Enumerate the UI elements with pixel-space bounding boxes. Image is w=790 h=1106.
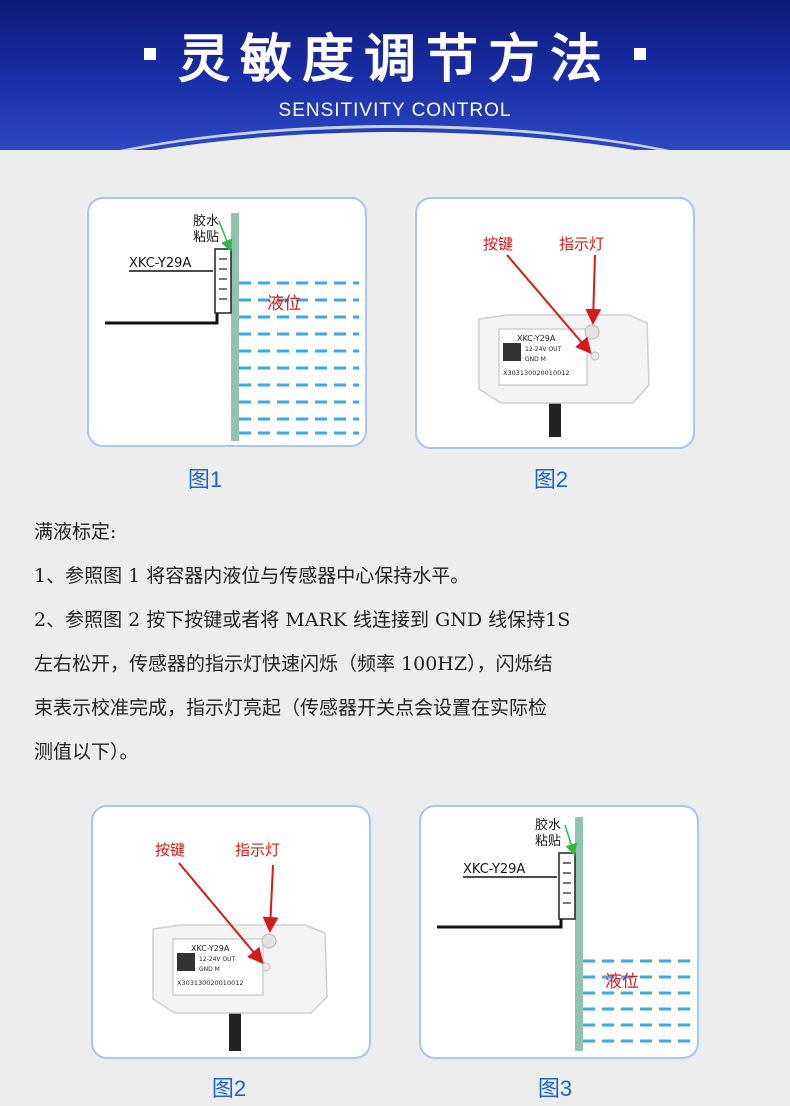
indicator-lens bbox=[584, 324, 600, 340]
figure-2b-card: XKC-Y29A 12-24V OUT GND M X3031300200100… bbox=[91, 805, 371, 1059]
header-curve-line bbox=[0, 125, 790, 150]
button-label: 按键 bbox=[155, 841, 185, 859]
header-banner: 灵敏度调节方法 SENSITIVITY CONTROL bbox=[0, 0, 790, 150]
device-cable bbox=[549, 395, 561, 437]
device-spec-text: 12-24V OUT bbox=[199, 956, 236, 963]
page-title: 灵敏度调节方法 bbox=[177, 29, 612, 90]
indicator-label: 指示灯 bbox=[559, 235, 604, 253]
side-view-diagram: 胶水 粘贴 XKC-Y29A 液位 bbox=[105, 213, 359, 441]
instruction-line-3: 左右松开，传感器的指示灯快速闪烁（频率 100HZ），闪烁结 bbox=[34, 653, 553, 675]
model-label: XKC-Y29A bbox=[129, 256, 191, 271]
container-wall bbox=[231, 213, 239, 441]
page-subtitle: SENSITIVITY CONTROL bbox=[278, 100, 512, 121]
glue-label-line2: 粘贴 bbox=[535, 834, 561, 849]
caption-figure-1: 图1 bbox=[187, 467, 223, 492]
instruction-line-5: 测值以下）。 bbox=[34, 741, 139, 763]
figure-3-card: 胶水 粘贴 XKC-Y29A 液位 bbox=[419, 805, 699, 1059]
caption-figure-2: 图2 bbox=[533, 467, 569, 492]
instruction-line-2: 2、参照图 2 按下按键或者将 MARK 线连接到 GND 线保持1S bbox=[34, 609, 571, 631]
indicator-lens bbox=[261, 933, 277, 949]
model-label: XKC-Y29A bbox=[463, 862, 525, 877]
figure-1-card: 胶水 粘贴 XKC-Y29A 液位 bbox=[87, 197, 367, 447]
figure-2-card: XKC-Y29A 12-24V OUT GND M X3031300200100… bbox=[415, 197, 695, 449]
button-dot bbox=[590, 351, 600, 361]
instruction-line-4: 束表示校准完成，指示灯亮起（传感器开关点会设置在实际检 bbox=[34, 697, 548, 719]
device-spec-text: 12-24V OUT bbox=[525, 346, 562, 353]
title-square-right bbox=[634, 48, 646, 60]
qr-code bbox=[177, 953, 195, 971]
liquid-label: 液位 bbox=[605, 972, 639, 992]
container-wall bbox=[575, 817, 583, 1051]
device-view-diagram-2: XKC-Y29A 12-24V OUT GND M X3031300200100… bbox=[152, 841, 328, 1051]
instruction-line-1: 1、参照图 1 将容器内液位与传感器中心保持水平。 bbox=[34, 565, 470, 587]
device-serial-text: X303130020010012 bbox=[177, 979, 244, 987]
glue-label-line2: 粘贴 bbox=[193, 230, 219, 245]
button-dot bbox=[261, 962, 271, 972]
header-curve bbox=[0, 132, 790, 150]
instructions-heading: 满液标定: bbox=[34, 521, 117, 543]
device-model-text: XKC-Y29A bbox=[517, 334, 556, 343]
title-square-left bbox=[143, 48, 156, 60]
title-row: 灵敏度调节方法 bbox=[0, 18, 790, 90]
caption-figure-2-bottom: 图2 bbox=[211, 1076, 247, 1101]
liquid-lines bbox=[239, 281, 359, 435]
device-cable bbox=[229, 1005, 241, 1051]
indicator-label: 指示灯 bbox=[235, 841, 280, 859]
device-model-text: XKC-Y29A bbox=[191, 944, 230, 953]
qr-code bbox=[503, 343, 521, 361]
liquid-label: 液位 bbox=[267, 294, 301, 314]
glue-label-line1: 胶水 bbox=[535, 817, 561, 833]
glue-label-line1: 胶水 bbox=[193, 213, 219, 229]
instructions-block: 满液标定: 1、参照图 1 将容器内液位与传感器中心保持水平。 2、参照图 2 … bbox=[34, 510, 764, 774]
side-view-diagram-2: 胶水 粘贴 XKC-Y29A 液位 bbox=[437, 817, 693, 1051]
sensor-cable bbox=[105, 311, 219, 325]
device-pins-text: GND M bbox=[525, 356, 546, 363]
caption-figure-3: 图3 bbox=[537, 1076, 573, 1101]
device-view-diagram: XKC-Y29A 12-24V OUT GND M X3031300200100… bbox=[478, 235, 650, 437]
sensor-cable bbox=[437, 917, 563, 929]
button-label: 按键 bbox=[483, 235, 513, 253]
device-serial-text: X303130020010012 bbox=[503, 369, 570, 377]
device-pins-text: GND M bbox=[199, 966, 220, 973]
